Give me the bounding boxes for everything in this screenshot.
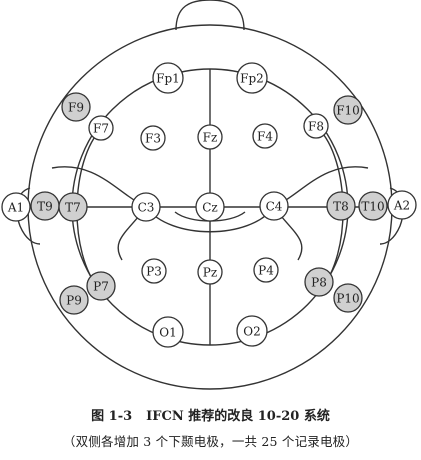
electrode-f4-circle (252, 123, 278, 149)
electrode-f10-label: F10 (336, 104, 360, 118)
electrode-t10-circle (358, 191, 388, 221)
electrode-f3: F3 (140, 125, 166, 151)
electrode-a2-label: A2 (393, 199, 410, 213)
figure-title: IFCN 推荐的改良 10-20 系统 (146, 409, 330, 424)
electrode-p4: P4 (253, 257, 279, 283)
electrode-a2: A2 (387, 190, 417, 220)
electrode-t8-label: T8 (333, 200, 349, 214)
electrode-fp1-circle (152, 62, 184, 94)
electrode-c3: C3 (131, 192, 161, 222)
electrode-fz-label: Fz (203, 131, 218, 145)
electrode-f4-label: F4 (257, 130, 273, 144)
electrode-fz: Fz (197, 124, 223, 150)
electrode-fp2: Fp2 (236, 62, 268, 94)
electrode-f4: F4 (252, 123, 278, 149)
electrode-fp2-circle (236, 62, 268, 94)
electrode-p7-circle (86, 271, 116, 301)
electrode-f3-label: F3 (145, 132, 161, 146)
electrode-a1-circle (1, 192, 31, 222)
electrode-p7-label: P7 (93, 280, 109, 294)
electrode-c3-label: C3 (138, 201, 155, 215)
electrode-p9-circle (59, 285, 89, 315)
electrode-t7-circle (58, 192, 88, 222)
electrode-p8: P8 (304, 267, 334, 297)
electrode-f3-circle (140, 125, 166, 151)
electrode-a1: A1 (1, 192, 31, 222)
electrode-c4-circle (259, 191, 289, 221)
figure-caption: 图 1-3 IFCN 推荐的改良 10-20 系统 (0, 405, 421, 424)
electrode-f10: F10 (333, 95, 363, 125)
electrode-fp2-label: Fp2 (240, 72, 264, 86)
electrode-f8-label: F8 (308, 120, 324, 134)
electrode-p10: P10 (333, 283, 363, 313)
electrode-p3-circle (141, 258, 167, 284)
electrode-f7-label: F7 (93, 122, 109, 136)
electrode-o1: O1 (152, 316, 184, 348)
electrode-a2-circle (387, 190, 417, 220)
electrode-o2: O2 (236, 315, 268, 347)
electrode-p9-label: P9 (66, 294, 82, 308)
electrode-c4: C4 (259, 191, 289, 221)
electrode-p3: P3 (141, 258, 167, 284)
electrode-p3-label: P3 (146, 265, 162, 279)
electrode-pz-label: Pz (203, 266, 217, 280)
electrode-o2-circle (236, 315, 268, 347)
figure-subtitle: （双侧各增加 3 个下颞电极，一共 25 个记录电极） (62, 434, 359, 449)
electrode-c3-circle (131, 192, 161, 222)
electrode-f9-label: F9 (68, 101, 84, 115)
figure-number: 图 1-3 (91, 409, 133, 424)
electrode-p4-circle (253, 257, 279, 283)
electrode-fz-circle (197, 124, 223, 150)
electrode-p10-label: P10 (336, 292, 359, 306)
electrode-f10-circle (333, 95, 363, 125)
electrode-fp1: Fp1 (152, 62, 184, 94)
electrode-t9: T9 (30, 191, 60, 221)
electrode-f8-circle (303, 113, 329, 139)
electrode-t8-circle (326, 191, 356, 221)
electrode-p8-circle (304, 267, 334, 297)
electrode-o1-circle (152, 316, 184, 348)
electrode-f7: F7 (88, 115, 114, 141)
electrode-pz: Pz (197, 259, 223, 285)
electrode-f8: F8 (303, 113, 329, 139)
nose-outline (175, 0, 245, 31)
electrode-p10-circle (333, 283, 363, 313)
electrode-o2-label: O2 (243, 325, 260, 339)
electrode-f9-circle (61, 92, 91, 122)
electrode-t9-label: T9 (37, 200, 53, 214)
electrode-p4-label: P4 (258, 264, 274, 278)
electrode-t8: T8 (326, 191, 356, 221)
electrode-cz-circle (195, 192, 225, 222)
electrode-p9: P9 (59, 285, 89, 315)
electrode-t10: T10 (358, 191, 388, 221)
electrode-fp1-label: Fp1 (156, 72, 180, 86)
electrode-p7: P7 (86, 271, 116, 301)
electrode-f7-circle (88, 115, 114, 141)
electrode-pz-circle (197, 259, 223, 285)
electrode-o1-label: O1 (159, 326, 176, 340)
electrode-p8-label: P8 (311, 276, 327, 290)
electrode-a1-label: A1 (7, 201, 24, 215)
electrode-cz-label: Cz (202, 201, 218, 215)
electrode-t7-label: T7 (65, 201, 81, 215)
electrode-t10-label: T10 (361, 200, 384, 214)
electrode-c4-label: C4 (266, 200, 283, 214)
electrode-f9: F9 (61, 92, 91, 122)
electrode-t7: T7 (58, 192, 88, 222)
electrode-cz: Cz (195, 192, 225, 222)
